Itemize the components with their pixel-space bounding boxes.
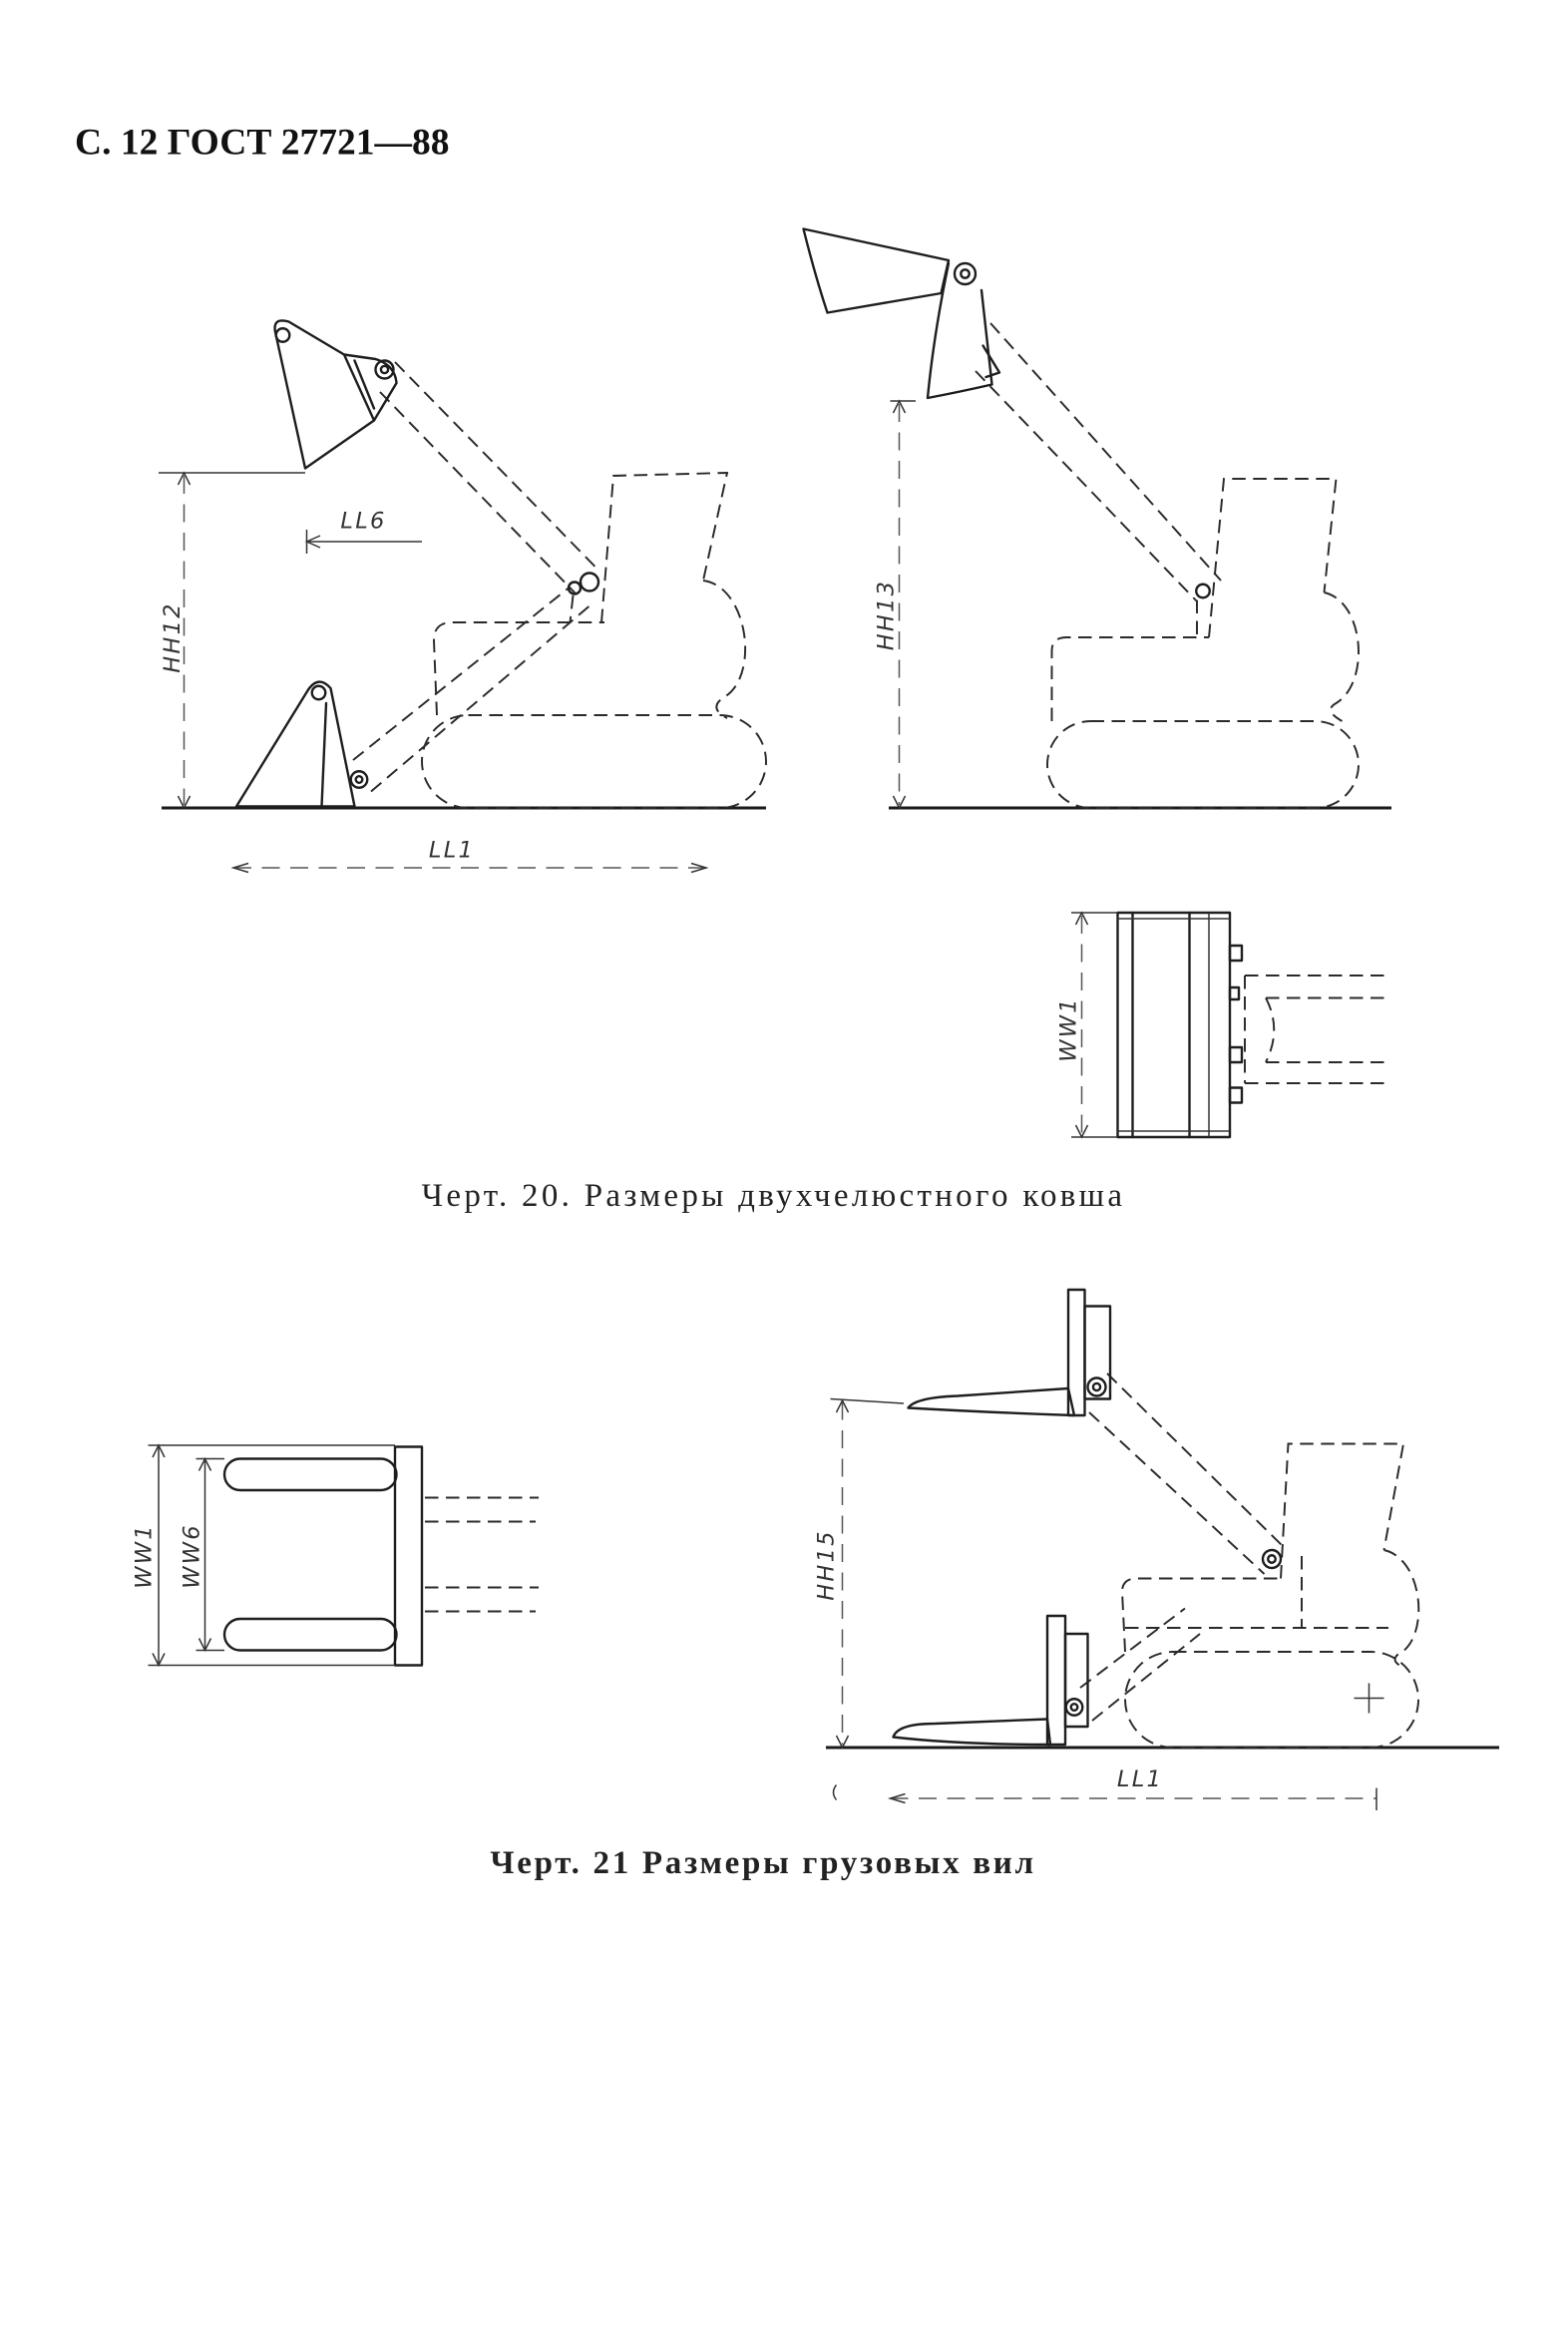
track-outline [421,714,767,809]
arrowhead [1074,911,1089,926]
arrowhead [152,1443,166,1458]
label-hh15: HH15 [814,1529,840,1600]
arrowhead [887,1792,906,1804]
lower-boom-arm-line [1079,1607,1186,1689]
lowered-bucket-pivot-pin-center [354,774,364,784]
arrowhead [152,1653,166,1668]
cab-outline [1280,1442,1405,1579]
boom-pivot-pin-center [1267,1554,1277,1564]
fork-carriage [393,1445,424,1667]
label-ll1: LL1 [429,838,475,864]
raised-bucket-pivot-pin-center [960,268,971,279]
arrowhead [197,1638,212,1653]
arrowhead [835,1735,850,1750]
body-outline [433,621,604,716]
center-mark [1354,1683,1384,1714]
fork-tine [222,1617,398,1652]
figure-21-caption: Черт. 21 Размеры грузовых вил [490,1845,1035,1881]
arrowhead [892,795,907,810]
raised-bucket-second-jaw [926,261,993,400]
rear-bulge-outline [1383,1549,1420,1670]
boom-arm-line [975,370,1198,602]
raised-fork-pivot-pin-center [1091,1381,1102,1392]
arrowhead [690,862,709,874]
raised-bucket-hinge-pin [274,327,291,343]
raised-bucket-main-jaw [273,319,376,470]
boom-pivot-pin [579,572,600,592]
fork-tine [222,1457,398,1492]
cab-outline [600,471,729,623]
lowered-bucket-pivot-pin [349,770,369,789]
boom-pivot-pin [1195,583,1211,599]
raised-fork-pivot-pin [1086,1376,1107,1397]
boom-pivot-pin [567,581,583,595]
raised-fork-backplate [1083,1305,1112,1400]
lowered-fork-pivot-pin-center [1069,1703,1079,1713]
mounting-lug [1228,985,1241,1001]
raised-bucket-bracket [981,344,1001,379]
arrowhead [177,471,192,486]
raised-bucket-pivot-pin [953,261,978,286]
mounting-lug [1228,944,1244,963]
lower-boom-arm-line [1091,1633,1201,1722]
extension-tick [832,1784,838,1800]
page-header: С. 12 ГОСТ 27721—88 [75,123,449,164]
label-ll6: LL6 [340,509,386,535]
cab-outline [1208,478,1338,638]
lower-boom-arm-line [370,604,590,793]
figure-20-dimensions-left: HH12 LL6 LL1 [159,471,709,874]
boom-pivot-pin [1261,1548,1283,1570]
lowered-bucket-hinge-pin [310,684,327,701]
figure-21-side-view: HH15 LL1 [814,1288,1499,1810]
arrowhead [835,1398,850,1413]
lowered-fork-backplate [1063,1632,1089,1729]
figure-20-caption: Черт. 20. Размеры двухчелюстного ковша [422,1178,1126,1214]
label-ww1: WW1 [1056,996,1082,1062]
raised-fork-tine [907,1386,1076,1417]
mounting-lug [1228,1045,1244,1064]
body-outline [1050,636,1209,721]
boom-crossbar-curve [1265,997,1276,1063]
boom-support-line [569,594,575,623]
rear-bulge-outline [1324,591,1360,722]
arrowhead [1074,1124,1089,1139]
arrowhead [230,862,249,874]
raised-bucket-pivot-pin [374,359,395,380]
figure-20-side-view-right: HH13 [802,227,1391,810]
lowered-fork-pivot-pin [1064,1698,1084,1717]
upper-boom-arm-line [379,391,578,595]
label-ll1: LL1 [1117,1766,1163,1792]
lowered-bucket-outline [234,680,356,808]
lowered-fork-tine [892,1718,1052,1747]
figure-20-side-view-left [162,319,767,810]
upper-boom-arm-line [394,361,599,572]
arrowhead [177,795,192,810]
bucket-top-outline [1116,911,1232,1139]
raised-bucket-jaw-edge [353,359,376,410]
arrowhead [197,1456,212,1471]
lowered-bucket-jaw-line [320,701,328,808]
raised-bucket-main-jaw [802,227,951,314]
label-ww6: WW6 [180,1523,205,1589]
figure-20-top-view: WW1 [1056,911,1388,1139]
figure-21-top-view: WW1 WW6 [132,1443,539,1668]
arrowhead [892,399,907,414]
raised-bucket-pivot-pin-center [379,364,390,375]
boom-arm-line [989,322,1222,582]
rear-bulge-outline [702,580,746,719]
label-hh12: HH12 [160,601,186,672]
track-outline [1124,1651,1419,1749]
label-hh13: HH13 [874,580,900,650]
lower-boom-arm-line [352,586,570,761]
mounting-lug [1228,1086,1244,1104]
track-outline [1046,720,1360,809]
boom-arm-line [1088,1411,1266,1575]
label-ww1: WW1 [132,1523,158,1589]
body-outline [1121,1577,1284,1653]
raised-bucket-second-jaw [342,353,398,422]
